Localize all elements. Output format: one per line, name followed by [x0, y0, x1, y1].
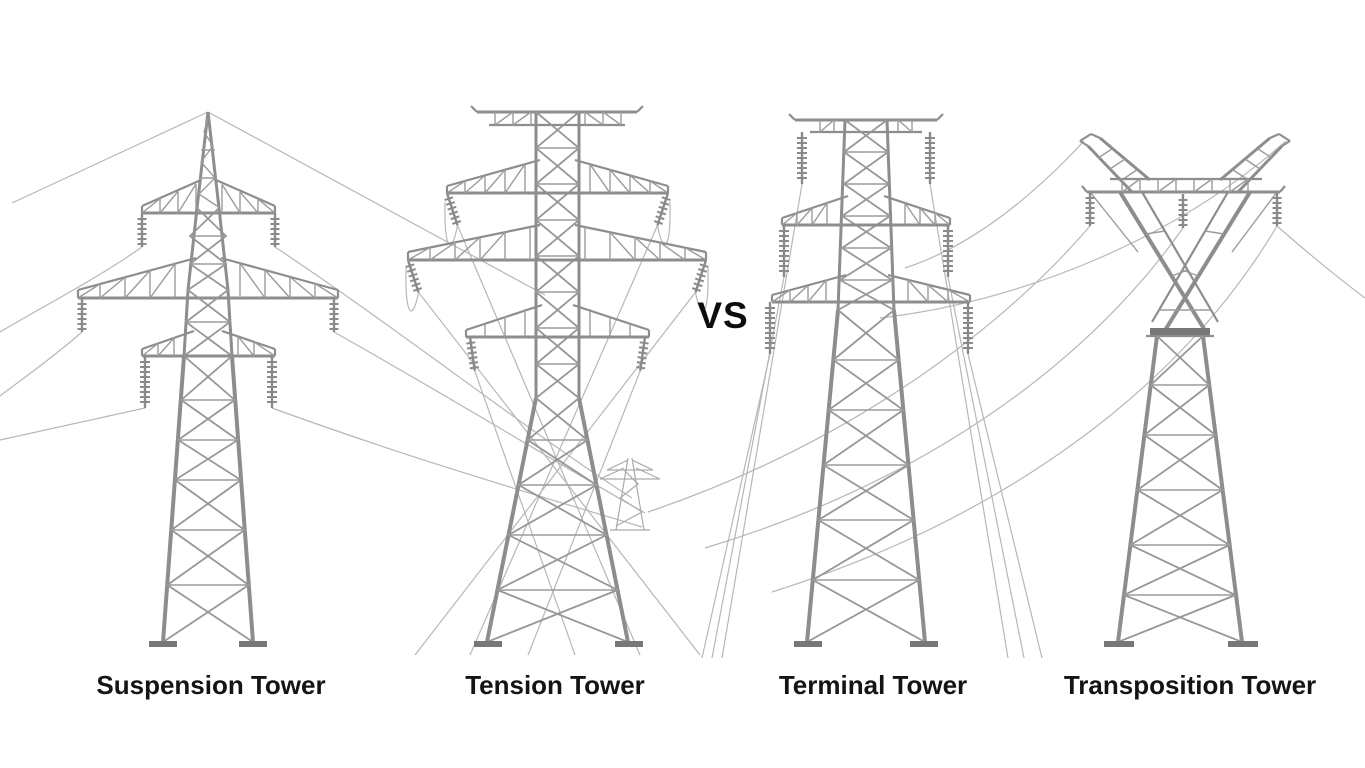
- transposition-tower-illustration: [1079, 132, 1291, 647]
- terminal-tower-illustration: [763, 113, 975, 647]
- power-lines-layer: [0, 111, 1365, 659]
- label-transposition-tower: Transposition Tower: [1063, 670, 1317, 700]
- label-terminal-tower: Terminal Tower: [778, 670, 968, 700]
- suspension-tower-illustration: [76, 111, 340, 647]
- distant-tower-illustration: [599, 457, 661, 531]
- vs-label: VS: [697, 295, 749, 336]
- tension-tower-illustration: [402, 105, 712, 647]
- label-suspension-tower: Suspension Tower: [96, 670, 326, 700]
- label-tension-tower: Tension Tower: [465, 670, 645, 700]
